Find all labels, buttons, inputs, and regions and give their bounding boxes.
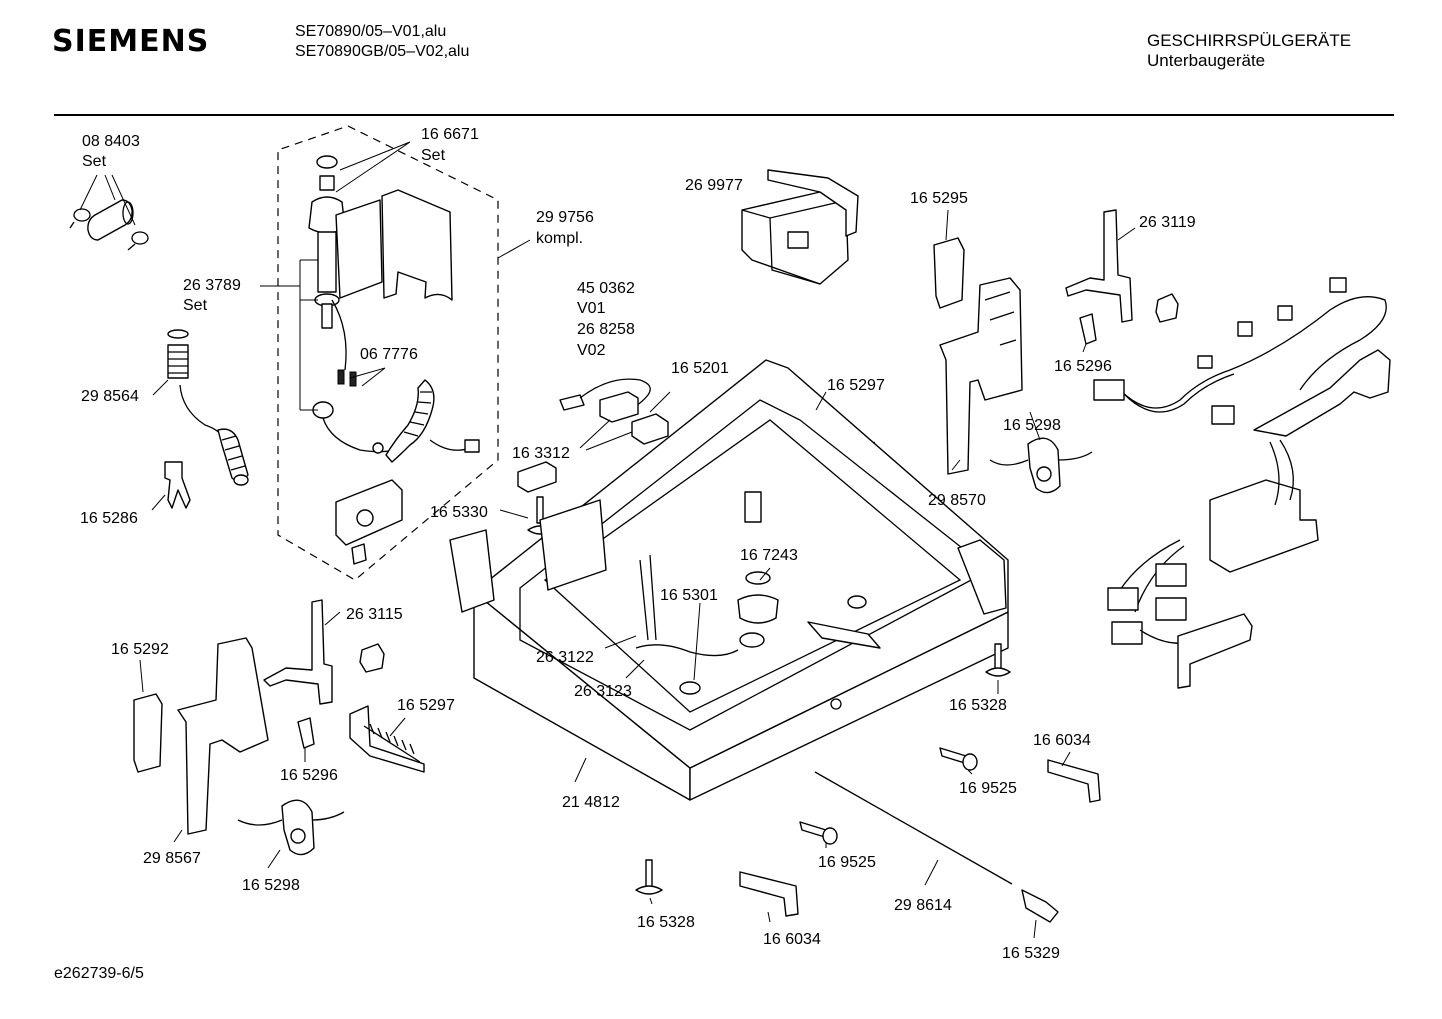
part-label-165292: 16 5292 xyxy=(111,641,169,658)
drain-hose-drawing xyxy=(167,329,249,486)
base-tub-drawing xyxy=(449,359,1009,801)
mounting-bracket-drawing xyxy=(1065,209,1179,323)
part-label-167243: 16 7243 xyxy=(740,547,798,564)
mounting-bracket-drawing-left xyxy=(263,599,385,705)
left-side-bracket-drawing xyxy=(133,637,269,835)
part-label-298564: 29 8564 xyxy=(81,388,139,405)
sensor-drawing-bottom xyxy=(237,799,345,856)
sensor-drawing-top xyxy=(989,437,1093,494)
brand-logo: SIEMENS xyxy=(52,24,210,59)
model-list: SE70890/05–V01,alu SE70890GB/05–V02,alu xyxy=(295,22,469,62)
hose-clamp-set-drawing xyxy=(69,199,149,251)
part-labels: 08 8403 Set 16 6671 Set 29 9756 kompl. 2… xyxy=(80,126,1196,962)
clip-drawing xyxy=(164,461,191,509)
part-label-268258: 26 8258 xyxy=(577,321,635,338)
latch-drawing-bottom xyxy=(297,717,315,749)
comb-clip-drawings xyxy=(739,759,1101,917)
document-id: e262739-6/5 xyxy=(54,965,144,982)
part-note-299756: kompl. xyxy=(536,230,583,247)
category-title: GESCHIRRSPÜLGERÄTE xyxy=(1147,31,1352,50)
part-label-165296a: 16 5296 xyxy=(1054,358,1112,375)
part-label-067776: 06 7776 xyxy=(360,346,418,363)
part-label-088403: 08 8403 xyxy=(82,133,140,150)
right-side-bracket-drawing xyxy=(939,277,1023,475)
part-label-166671: 16 6671 xyxy=(421,126,479,143)
category-block: GESCHIRRSPÜLGERÄTE Unterbaugeräte xyxy=(1147,31,1351,71)
model-line-1: SE70890/05–V01,alu xyxy=(295,23,447,40)
latch-drawing-top xyxy=(1079,313,1097,345)
water-inlet-valve-drawing xyxy=(308,155,480,565)
part-label-299756: 29 9756 xyxy=(536,209,594,226)
part-label-165328a: 16 5328 xyxy=(949,697,1007,714)
part-label-165295: 16 5295 xyxy=(910,190,968,207)
part-note-088403: Set xyxy=(82,153,107,170)
part-note-166671: Set xyxy=(421,147,446,164)
part-label-165298a: 16 5298 xyxy=(1003,417,1061,434)
part-label-263122: 26 3122 xyxy=(536,649,594,666)
part-label-263789: 26 3789 xyxy=(183,277,241,294)
part-label-269977: 26 9977 xyxy=(685,177,743,194)
part-label-165301: 16 5301 xyxy=(660,587,718,604)
part-label-165201: 16 5201 xyxy=(671,360,729,377)
header-divider xyxy=(54,114,1394,116)
category-subtitle: Unterbaugeräte xyxy=(1147,51,1266,70)
part-label-165330: 16 5330 xyxy=(430,504,488,521)
part-label-169525b: 16 9525 xyxy=(818,854,876,871)
part-label-214812: 21 4812 xyxy=(562,794,620,811)
part-label-169525a: 16 9525 xyxy=(959,780,1017,797)
part-note-263789: Set xyxy=(183,297,208,314)
part-label-298570: 29 8570 xyxy=(928,492,986,509)
part-label-165329: 16 5329 xyxy=(1002,945,1060,962)
part-label-166034a: 16 6034 xyxy=(1033,732,1091,749)
model-line-2: SE70890GB/05–V02,alu xyxy=(295,43,470,60)
leader-lines xyxy=(79,141,1136,939)
cover-bracket-drawing xyxy=(933,237,965,309)
part-note-450362: V01 xyxy=(577,300,606,317)
part-label-165297a: 16 5297 xyxy=(827,377,885,394)
part-label-165296b: 16 5296 xyxy=(280,767,338,784)
screw-drawings xyxy=(635,643,1059,923)
part-label-450362: 45 0362 xyxy=(577,280,635,297)
part-label-263115: 26 3115 xyxy=(346,606,403,623)
part-label-165286: 16 5286 xyxy=(80,510,138,527)
part-label-263123: 26 3123 xyxy=(574,683,632,700)
part-label-298614: 29 8614 xyxy=(894,897,952,914)
part-drawings xyxy=(69,125,1391,923)
switch-cable-drawing xyxy=(559,378,669,445)
part-label-163312: 16 3312 xyxy=(512,445,570,462)
part-label-165298b: 16 5298 xyxy=(242,877,300,894)
wiring-harness-drawing xyxy=(1093,277,1391,689)
part-note-268258: V02 xyxy=(577,342,606,359)
part-label-166034b: 16 6034 xyxy=(763,931,821,948)
part-label-165328b: 16 5328 xyxy=(637,914,695,931)
heater-element-drawing-bottom xyxy=(349,705,425,773)
part-label-298567: 29 8567 xyxy=(143,850,201,867)
control-module-drawing xyxy=(741,169,859,285)
part-label-263119: 26 3119 xyxy=(1139,214,1196,231)
part-label-165297b: 16 5297 xyxy=(397,697,455,714)
